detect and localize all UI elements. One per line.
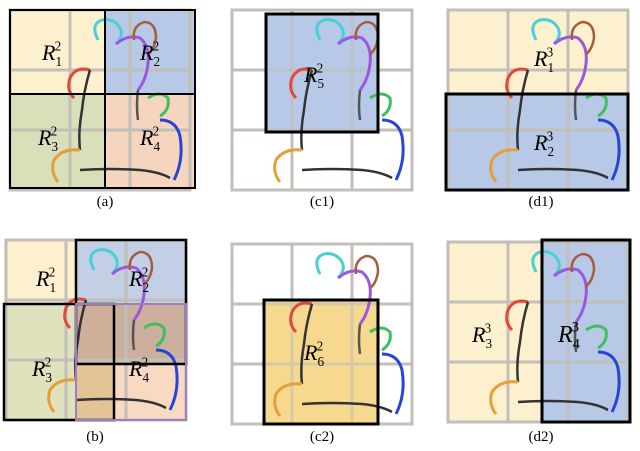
region-superscript: 2: [51, 123, 58, 138]
region-label-d2-2: R4 3: [557, 319, 580, 352]
region-subscript: 1: [55, 54, 62, 69]
region-subscript: 3: [51, 139, 58, 154]
region-label-d1-2: R23: [533, 128, 554, 159]
region-label-c2-1: R62: [303, 338, 324, 369]
panel-c1-caption: (c1): [310, 194, 334, 210]
region-label-d1-1: R13: [533, 44, 554, 75]
region-letter: R: [533, 130, 548, 155]
region-superscript: 3: [547, 128, 554, 143]
region-label-a-3: R32: [37, 123, 58, 154]
region-letter: R: [139, 125, 154, 150]
region-letter: R: [128, 356, 143, 381]
region-superscript: 2: [317, 60, 324, 75]
region-labels-c1: R52: [303, 60, 324, 91]
region-subscript: 2: [153, 54, 160, 69]
region-label-a-4: R42: [139, 123, 160, 154]
region-subscript: 4: [142, 370, 149, 385]
region-subscript: 5: [317, 76, 324, 91]
region-letter: R: [35, 266, 50, 291]
panel-c2: R62: [230, 242, 414, 426]
panel-c1: R52: [230, 8, 414, 192]
region-label-a-1: R12: [41, 38, 62, 69]
region-letter: R: [41, 40, 56, 65]
region-subscript: 2: [142, 280, 149, 295]
region-subscript: 1: [49, 280, 56, 295]
region-superscript: 3: [547, 44, 554, 59]
panel-a-caption: (a): [97, 194, 114, 210]
region-subscript: 1: [547, 60, 554, 75]
region-subscript: 6: [317, 354, 324, 369]
region-subscript: 4: [573, 337, 580, 353]
region-letter: R: [31, 356, 46, 381]
region-superscript: 2: [153, 38, 160, 53]
region-superscript: 2: [49, 264, 56, 279]
region-letter: R: [533, 46, 548, 71]
region-letter: R: [471, 322, 486, 347]
region-subscript: 3: [45, 370, 52, 385]
region-superscript: 3: [572, 319, 579, 335]
region-letter: R: [557, 322, 573, 348]
region-labels-c2: R62: [303, 338, 324, 369]
region-subscript: 4: [153, 139, 160, 154]
panel-b-caption: (b): [86, 429, 104, 445]
region-label-b-3: R32: [31, 354, 52, 385]
region-superscript: 2: [142, 354, 149, 369]
panel-c2-caption: (c2): [310, 429, 334, 445]
region-label-b-1: R12: [35, 264, 56, 295]
region-superscript: 2: [45, 354, 52, 369]
region-label-a-2: R22: [139, 38, 160, 69]
region-subscript: 2: [547, 144, 554, 159]
region-label-b-2: R22: [128, 264, 149, 295]
region-label-d2-1: R33: [471, 320, 492, 351]
region-letter: R: [303, 340, 318, 365]
region-letter: R: [128, 266, 143, 291]
region-superscript: 2: [142, 264, 149, 279]
region-superscript: 2: [317, 338, 324, 353]
region-letter: R: [139, 40, 154, 65]
region-superscript: 2: [55, 38, 62, 53]
region-label-b-4: R42: [128, 354, 149, 385]
region-subscript: 3: [485, 336, 492, 351]
region-label-c1-1: R52: [303, 60, 324, 91]
region-letter: R: [37, 125, 52, 150]
region-superscript: 3: [485, 320, 492, 335]
panel-d2-caption: (d2): [529, 429, 554, 445]
panel-d1-caption: (d1): [529, 194, 554, 210]
region-superscript: 2: [153, 123, 160, 138]
region-letter: R: [303, 62, 318, 87]
